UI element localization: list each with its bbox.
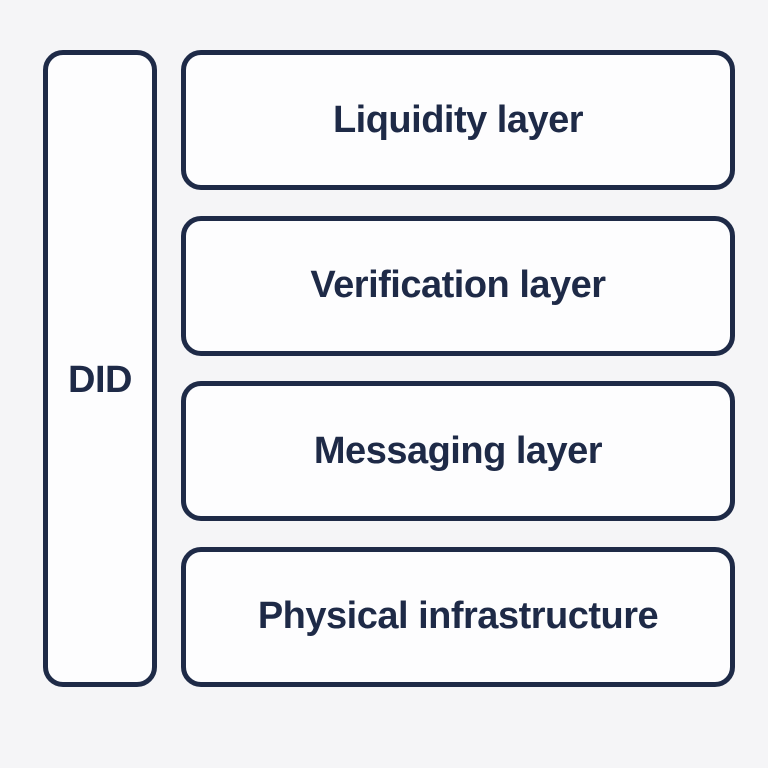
did-label: DID — [68, 359, 132, 401]
layer-label-messaging: Messaging layer — [313, 429, 603, 472]
layer-label-physical-infrastructure: Physical infrastructure — [257, 595, 659, 638]
layer-box-physical-infrastructure: Physical infrastructure — [181, 546, 735, 687]
layer-label-verification: Verification layer — [310, 264, 606, 307]
layer-box-verification: Verification layer — [181, 215, 735, 356]
did-side-box: DID — [43, 50, 157, 687]
layer-box-messaging: Messaging layer — [181, 381, 735, 522]
layer-label-liquidity: Liquidity layer — [332, 98, 584, 141]
layer-box-liquidity: Liquidity layer — [181, 50, 735, 190]
layers-column: Liquidity layer Verification layer Messa… — [181, 50, 735, 687]
